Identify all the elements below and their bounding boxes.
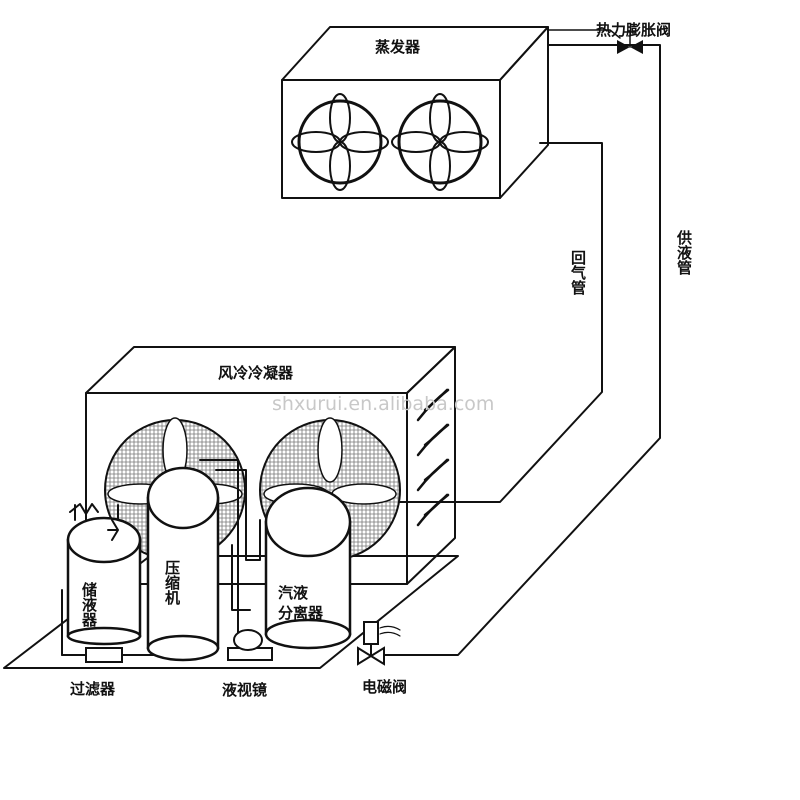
watermark-text: shxurui.en.alibaba.com (272, 393, 494, 415)
condenser-side-face (407, 347, 455, 584)
receiver-tank (68, 504, 140, 644)
filter-label: 过滤器 (70, 680, 116, 698)
receiver-label: 储液器 (80, 581, 98, 628)
compressor-label: 压缩机 (163, 560, 181, 606)
evaporator-side-face (500, 27, 548, 198)
return-gas-pipe-label: 回气管 (569, 250, 587, 295)
evaporator-label: 蒸发器 (375, 38, 421, 56)
return-gas-pipe (390, 143, 602, 502)
solenoid-valve (358, 622, 400, 664)
filter-device (86, 648, 122, 662)
gas-liquid-separator (266, 488, 350, 648)
liquid-supply-pipe-label: 供液管 (675, 229, 693, 275)
separator-label-line1: 汽液 (278, 584, 309, 602)
separator-label-line2: 分离器 (278, 604, 324, 622)
compressor (148, 468, 218, 660)
solenoid-valve-label: 电磁阀 (362, 678, 407, 696)
sight-glass-label: 液视镜 (222, 681, 267, 699)
condenser-label: 风冷冷凝器 (218, 364, 294, 382)
evaporator-unit: 蒸发器 (282, 27, 548, 198)
thermal-expansion-valve-label: 热力膨胀阀 (596, 21, 671, 39)
